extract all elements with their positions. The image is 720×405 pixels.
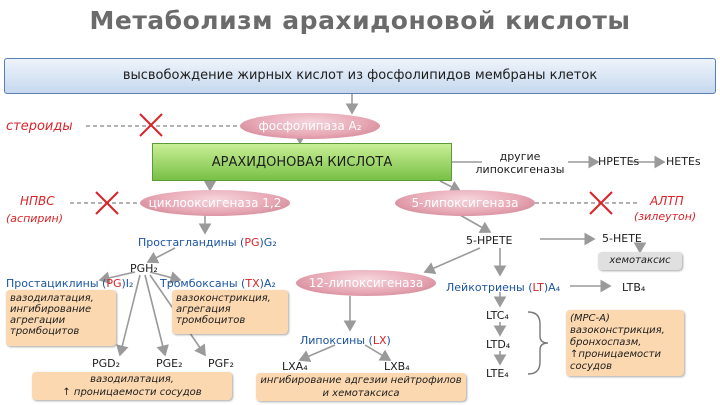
nsaid-example-label: (аспирин) <box>6 212 64 225</box>
cyclooxygenase-enzyme: циклооксигеназа 1,2 <box>140 190 290 216</box>
12-lipoxygenase-enzyme: 12-липоксигеназа <box>296 270 436 296</box>
lte4-label: LTE₄ <box>486 367 509 380</box>
altp-label: АЛТП <box>650 194 684 208</box>
lxb4-label: LXB₄ <box>384 360 410 373</box>
pg-effects-box: вазодилатация, ↑ проницаемости сосудов <box>32 372 232 400</box>
steroids-label: стероиды <box>6 119 73 134</box>
lxa4-label: LXA₄ <box>282 360 308 373</box>
nsaid-label: НПВС <box>20 194 55 208</box>
5-lipoxygenase-enzyme: 5-липоксигеназа <box>395 190 535 216</box>
prostaglandins-g2-label: Простагландины (PG)G₂ <box>138 236 277 249</box>
lipoxins-label: Липоксины (LX) <box>300 334 391 347</box>
other-lipoxygenases-label: другие липоксигеназы <box>475 150 565 176</box>
thromboxanes-label: Тромбоксаны (TX)A₂ <box>160 277 276 290</box>
phospholipase-a2-enzyme: фосфолипаза A₂ <box>240 113 380 139</box>
page-title: Метаболизм арахидоновой кислоты <box>89 6 631 35</box>
arachidonic-acid-box: АРАХИДОНОВАЯ КИСЛОТА <box>152 143 452 181</box>
prostacyclins-label: Простациклины (PG)I₂ <box>6 277 134 290</box>
thromboxane-effects-box: вазоконстрикция, агрегация тромбоцитов <box>172 290 288 334</box>
hpetes-label: HPETEs <box>598 155 640 168</box>
leukotrienes-a4-label: Лейкотриены (LT)A₄ <box>446 281 561 294</box>
altp-example-label: (зилеутон) <box>634 210 697 223</box>
ltb4-label: LTB₄ <box>622 281 646 294</box>
lipoxin-effects-box: ингибирование адгезии нейтрофилов и хемо… <box>256 373 466 401</box>
membrane-release-box: высвобождение жирных кислот из фосфолипи… <box>4 58 716 94</box>
prostacyclin-effects-box: вазодилатация, ингибирование агрегации т… <box>6 290 116 346</box>
5-hpete-label: 5-HPETE <box>466 234 513 247</box>
chemotaxis-box: хемотаксис <box>598 252 682 270</box>
hetes-label: HETEs <box>666 155 701 168</box>
pgd2-label: PGD₂ <box>92 357 121 370</box>
pge2-label: PGE₂ <box>156 357 183 370</box>
pgh2-label: PGH₂ <box>130 262 158 275</box>
pgf2-label: PGF₂ <box>208 357 234 370</box>
ltd4-label: LTD₄ <box>486 338 511 351</box>
5-hete-label: 5-HETE <box>602 232 642 245</box>
ltc4-label: LTC₄ <box>486 309 509 322</box>
mrs-a-effects-box: (МРС-А) вазоконстрикция, бронхоспазм, ↑п… <box>566 310 684 376</box>
